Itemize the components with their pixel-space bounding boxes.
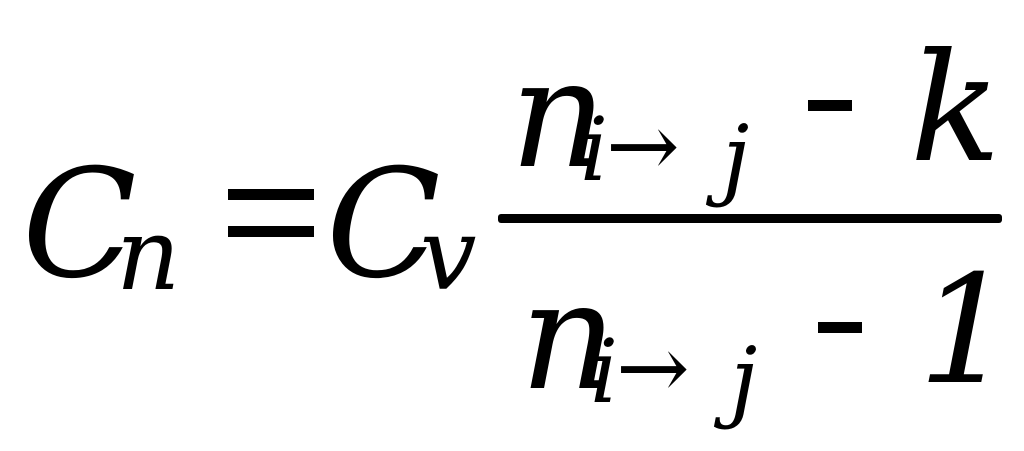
numerator-term: k xyxy=(910,22,1001,196)
lhs-symbol: C xyxy=(22,138,137,312)
denominator-minus xyxy=(818,322,862,333)
fraction-bar xyxy=(498,214,1002,223)
rhs-symbol: C xyxy=(326,138,441,312)
equals-bar-top xyxy=(228,189,314,200)
denominator-index-from: i xyxy=(590,320,619,423)
numerator-index-to: j xyxy=(722,106,750,209)
denominator-index-to: j xyxy=(730,328,758,431)
denominator-term: 1 xyxy=(918,244,1014,418)
numerator-base: n xyxy=(510,28,607,202)
denominator-arrow-icon: → xyxy=(616,316,690,419)
numerator-arrow-icon: → xyxy=(606,94,680,197)
numerator-index-from: i xyxy=(580,98,609,201)
numerator-minus xyxy=(808,100,852,111)
rhs-subscript: v xyxy=(420,196,477,313)
denominator-base: n xyxy=(520,250,617,424)
lhs-subscript: n xyxy=(116,196,181,313)
equals-bar-bottom xyxy=(228,226,314,237)
